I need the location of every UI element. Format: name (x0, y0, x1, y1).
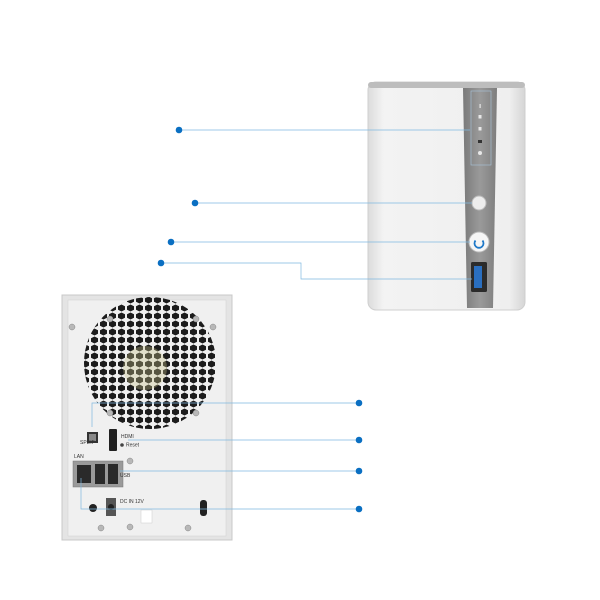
callout-dot-hdmi-reset[interactable] (355, 436, 363, 444)
reset-button[interactable] (120, 443, 124, 447)
callout-dot-usb-port[interactable] (157, 259, 165, 267)
callout-line-lan-dc (80, 478, 359, 510)
dc-in-label: DC IN 12V (120, 499, 145, 505)
usb3-tongue-icon (474, 266, 482, 288)
callout-dot-copy-button[interactable] (191, 199, 199, 207)
callout-dot-spdif[interactable] (355, 399, 363, 407)
hdmi-label: HDMI (121, 434, 134, 440)
fan-hub (123, 346, 167, 390)
led-indicator-icons (478, 104, 482, 155)
lan-label: LAN (74, 454, 84, 460)
power-button[interactable] (468, 231, 490, 253)
front-callouts (161, 129, 472, 280)
reset-label: Reset (126, 443, 140, 449)
callout-line-usb (161, 262, 472, 280)
callout-dot-usb-rear[interactable] (355, 467, 363, 475)
usb-led-icon (478, 151, 482, 155)
rear-device: SPDIF HDMI Reset LAN USB DC IN 12V (61, 294, 233, 541)
disk1-led-icon (478, 115, 482, 119)
front-chassis (367, 81, 526, 311)
power-icon (473, 239, 485, 249)
usb-label: USB (120, 473, 131, 479)
led-panel (470, 90, 492, 166)
callout-line-spdif (91, 402, 359, 427)
screws (68, 315, 217, 532)
callout-dot-lan-dc[interactable] (355, 505, 363, 513)
lan-port[interactable] (77, 465, 91, 483)
hdmi-port[interactable] (109, 429, 117, 451)
rear-callouts (80, 402, 359, 510)
copy-button[interactable] (471, 195, 487, 211)
spdif-label: SPDIF (80, 440, 95, 446)
lan-led-icon (478, 140, 482, 143)
security-slot (200, 500, 207, 516)
cable-clip (140, 509, 153, 524)
kensington-hole (89, 504, 97, 512)
rear-usb-port-1[interactable] (95, 464, 105, 484)
front-device (367, 81, 526, 311)
front-top-edge (368, 82, 525, 88)
callout-dot-led-indicators[interactable] (175, 126, 183, 134)
callout-dot-power-button[interactable] (167, 238, 175, 246)
status-led-icon (479, 104, 481, 108)
disk2-led-icon (478, 127, 482, 131)
rear-usb-port-2[interactable] (108, 464, 118, 484)
